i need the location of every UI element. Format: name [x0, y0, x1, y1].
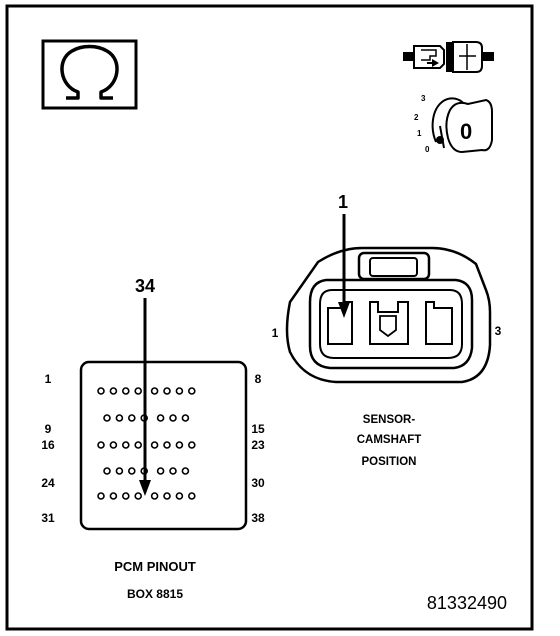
ignition-position-0: 0	[425, 145, 430, 154]
pcm-pin	[175, 441, 184, 449]
figure-number: 81332490	[427, 593, 507, 613]
pcm-pin	[181, 467, 190, 475]
pcm-pin	[109, 441, 118, 449]
pcm-pin	[169, 414, 177, 422]
pcm-pin	[134, 387, 142, 395]
pcm-pin	[188, 387, 196, 395]
pcm-pin	[128, 467, 136, 475]
pcm-row-end-label: 38	[251, 511, 265, 525]
ignition-key-label: 0	[460, 119, 472, 144]
pcm-pin	[150, 492, 159, 500]
pcm-row-start-label: 16	[41, 438, 55, 452]
pcm-pin	[175, 492, 184, 500]
pcm-pin	[134, 441, 142, 449]
pcm-caption-line-1: PCM PINOUT	[114, 559, 196, 574]
pcm-row-start-label: 31	[41, 511, 55, 525]
pcm-pin-highlighted	[134, 492, 142, 500]
pcm-pin	[122, 387, 130, 395]
pcm-pin	[109, 387, 118, 395]
pcm-pin	[128, 414, 136, 422]
sensor-probe-arrowhead	[338, 302, 350, 318]
sensor-right-pin-label: 3	[495, 324, 502, 338]
pcm-pin	[150, 441, 159, 449]
pcm-pin	[103, 414, 111, 422]
pcm-caption-line-2: BOX 8815	[127, 587, 183, 601]
pcm-pin	[181, 414, 190, 422]
pcm-pin	[97, 492, 105, 500]
sensor-left-pin-label: 1	[272, 326, 279, 340]
pcm-row-end-label: 30	[251, 476, 265, 490]
pcm-pin	[150, 387, 159, 395]
pcm-row-start-label: 1	[45, 372, 52, 386]
sensor-caption-line-3: POSITION	[362, 456, 417, 468]
pcm-pin	[163, 441, 171, 449]
pcm-pin	[97, 441, 105, 449]
figure-frame	[5, 4, 534, 631]
pcm-pin	[169, 467, 177, 475]
pcm-row-end-label: 23	[251, 438, 265, 452]
pcm-pin	[109, 492, 118, 500]
pcm-pin	[97, 387, 105, 395]
pcm-pin	[163, 387, 171, 395]
pcm-pin-grid	[97, 387, 196, 500]
pcm-pin	[175, 387, 184, 395]
connector-pair-icon	[403, 41, 494, 73]
pcm-pin	[163, 492, 171, 500]
pcm-pin	[115, 414, 124, 422]
pcm-row-end-label: 15	[251, 422, 265, 436]
pcm-row-start-label: 9	[45, 422, 52, 436]
pcm-pin	[156, 467, 165, 475]
pcm-pin	[122, 441, 130, 449]
pcm-connector-body	[79, 360, 248, 531]
pcm-pin	[103, 467, 111, 475]
sensor-pointer-pin-label: 1	[338, 192, 348, 212]
pcm-pin	[188, 492, 196, 500]
sensor-caption-line-2: CAMSHAFT	[357, 434, 422, 446]
pcm-pin	[122, 492, 130, 500]
pcm-probe-arrowhead	[139, 480, 151, 496]
pcm-row-end-label: 8	[255, 372, 262, 386]
pcm-pin	[156, 414, 165, 422]
ignition-position-2: 2	[414, 113, 419, 122]
pcm-pointer-pin-label: 34	[135, 276, 155, 296]
sensor-connector	[285, 246, 492, 384]
pcm-pin	[188, 441, 196, 449]
pcm-row-labels: 1 8 9 15 16 23 24 30 31 38	[41, 372, 265, 525]
sensor-caption-line-1: SENSOR-	[363, 414, 416, 426]
pcm-row-start-label: 24	[41, 476, 55, 490]
pcm-pin	[115, 467, 124, 475]
ignition-position-3: 3	[421, 94, 426, 103]
ignition-position-1: 1	[417, 129, 422, 138]
ohmmeter-icon	[41, 39, 138, 110]
ignition-key-icon: 3 2 1 0 0	[414, 94, 493, 154]
